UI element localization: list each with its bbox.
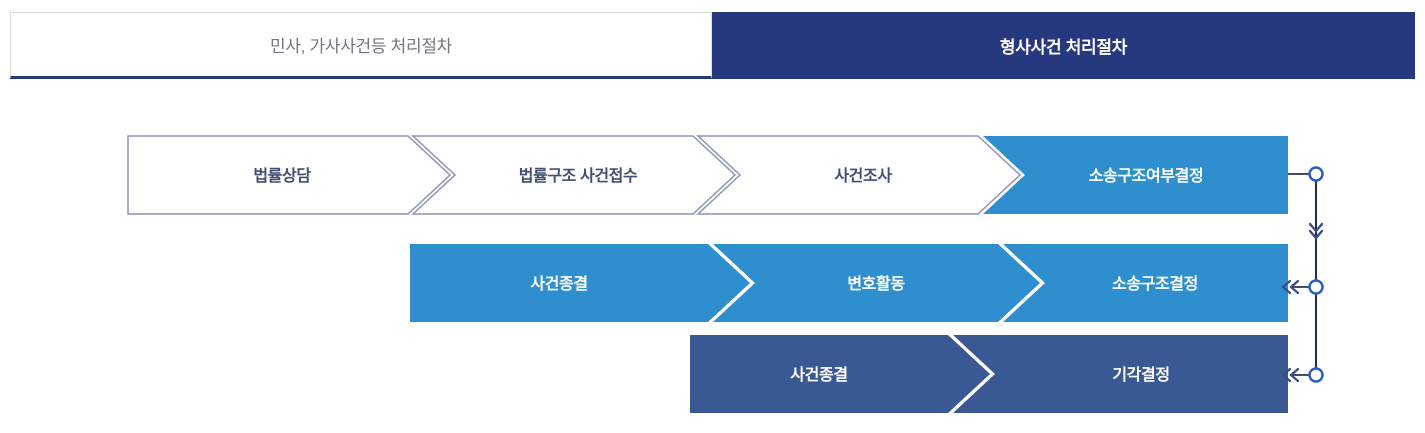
tab-bar: 민사, 가사사건등 처리절차 형사사건 처리절차 <box>10 12 1415 79</box>
flow-step-aid-decision-shape <box>983 136 1288 214</box>
flow-step-case-reception-shape <box>411 135 737 215</box>
flow-step-case-closed-granted[interactable]: 사건종결 <box>410 244 750 322</box>
flow-step-aid-granted[interactable]: 소송구조결정 <box>1003 244 1288 322</box>
connector-chevron-down-icon <box>1308 222 1324 240</box>
flow-step-defense-activity-label: 변호활동 <box>847 274 905 293</box>
flow-step-case-closed-denied-label: 사건종결 <box>790 366 847 384</box>
connector-rail <box>1281 166 1324 383</box>
flow-row-denied: 사건종결 기각결정 <box>690 335 1288 413</box>
connector-arrow-left-denied-b <box>1289 367 1300 383</box>
flow-step-case-investigation-shape <box>696 135 1022 215</box>
flow-step-case-investigation[interactable]: 사건조사 <box>696 135 1022 215</box>
flow-step-case-closed-denied[interactable]: 사건종결 <box>690 335 990 413</box>
flow-step-aid-decision-label: 소송구조여부결정 <box>1089 167 1204 185</box>
connector-arrow-left-granted-a <box>1281 279 1292 295</box>
flow-step-case-closed-granted-shape <box>410 244 750 322</box>
flow-row-intake: 법률상담 법률구조 사건접수 사건조사 소송구조여부결정 <box>127 135 1288 215</box>
flow-step-legal-consultation-label: 법률상담 <box>253 167 311 185</box>
connector-arrow-left-granted-b <box>1289 279 1300 295</box>
tab-civil-family-label: 민사, 가사사건등 처리절차 <box>269 37 452 56</box>
flow-step-aid-granted-label: 소송구조결정 <box>1112 275 1198 293</box>
connector-node-decision <box>1308 166 1324 182</box>
tab-criminal-label: 형사사건 처리절차 <box>999 38 1128 57</box>
connector-node-denied <box>1281 367 1324 383</box>
connector-node-granted-circle <box>1308 279 1324 295</box>
flow-row-granted: 사건종결 변호활동 소송구조결정 <box>410 244 1288 322</box>
flow-step-aid-denied[interactable]: 기각결정 <box>953 335 1288 413</box>
process-flow-diagram: 법률상담 법률구조 사건접수 사건조사 소송구조여부결정 사건종결 변호활동 <box>0 120 1425 433</box>
flow-step-defense-activity[interactable]: 변호활동 <box>713 244 1040 322</box>
tab-civil-family[interactable]: 민사, 가사사건등 처리절차 <box>10 12 712 79</box>
flow-step-aid-denied-shape <box>953 335 1288 413</box>
connector-node-granted <box>1281 279 1324 295</box>
flow-step-case-closed-denied-shape <box>690 335 990 413</box>
flow-step-case-reception-label: 법률구조 사건접수 <box>519 166 638 185</box>
flow-step-case-reception[interactable]: 법률구조 사건접수 <box>411 135 737 215</box>
flow-step-defense-activity-shape <box>713 244 1040 322</box>
flow-step-aid-granted-shape <box>1003 244 1288 322</box>
tab-criminal[interactable]: 형사사건 처리절차 <box>712 12 1415 79</box>
connector-arrow-left-denied-a <box>1281 367 1292 383</box>
flow-step-legal-consultation-shape <box>127 135 452 215</box>
flow-step-aid-denied-label: 기각결정 <box>1112 365 1169 384</box>
connector-node-denied-circle <box>1308 367 1324 383</box>
flow-step-case-investigation-label: 사건조사 <box>834 167 892 185</box>
flow-step-legal-consultation[interactable]: 법률상담 <box>127 135 452 215</box>
flow-step-aid-decision[interactable]: 소송구조여부결정 <box>983 136 1288 214</box>
flow-step-case-closed-granted-label: 사건종결 <box>530 275 587 293</box>
